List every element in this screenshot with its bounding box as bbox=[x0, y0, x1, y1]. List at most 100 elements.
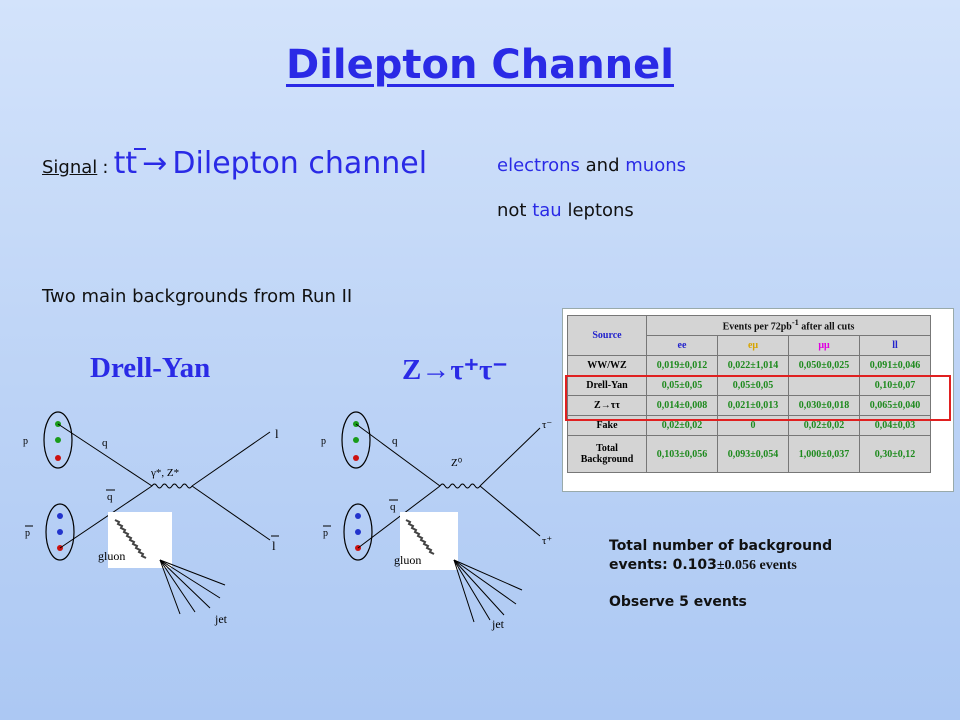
jet-line bbox=[453, 559, 491, 621]
jet-line bbox=[159, 559, 181, 615]
antilepton-line bbox=[191, 485, 271, 541]
gluon-label: gluon bbox=[394, 553, 421, 567]
column-emu: eμ bbox=[717, 335, 789, 356]
tau-word: tau bbox=[532, 200, 562, 221]
quark-dot bbox=[57, 513, 63, 519]
antilepton-label: l bbox=[272, 538, 276, 553]
table-cell: 0,103±0,056 bbox=[646, 435, 718, 473]
tau-minus-label: τ⁻ bbox=[542, 419, 552, 431]
page-title: Dilepton Channel bbox=[285, 42, 674, 88]
antiproton-blob bbox=[343, 503, 373, 561]
column-ee: ee bbox=[646, 335, 718, 356]
ztautau-diagram: p p q q Z⁰ τ⁻ τ⁺ gluon jet bbox=[321, 411, 552, 631]
quark-dot bbox=[353, 437, 359, 443]
boson-line bbox=[151, 483, 193, 489]
jet-line bbox=[159, 559, 211, 609]
muons-word: muons bbox=[625, 155, 687, 176]
summary-total: Total number of background events: 0.103… bbox=[609, 537, 909, 575]
z-boson-line bbox=[439, 483, 481, 489]
signal-label: Signal bbox=[42, 157, 98, 178]
events-header: Events per 72pb-1 after all cuts bbox=[646, 315, 931, 336]
antiquark-line bbox=[59, 485, 153, 549]
column-mumu: μμ bbox=[788, 335, 860, 356]
summary-total-pre: Total number of background bbox=[609, 538, 833, 554]
table-header-row: Source Events per 72pb-1 after all cuts bbox=[567, 315, 931, 356]
table-cell: 0,022±1,014 bbox=[717, 355, 789, 376]
quark-dot bbox=[355, 529, 361, 535]
jet-label: jet bbox=[214, 612, 228, 626]
column-ll: ll bbox=[859, 335, 931, 356]
summary-total-err: ±0.056 events bbox=[716, 558, 797, 573]
quark-line bbox=[57, 423, 153, 487]
electrons-word: electrons bbox=[497, 155, 580, 176]
lepton-label: l bbox=[275, 426, 279, 441]
jet-line bbox=[159, 559, 221, 599]
table-row: Drell-Yan 0,05±0,05 0,05±0,05 0,10±0,07 bbox=[567, 375, 931, 396]
signal-tt-text: tt bbox=[113, 146, 138, 181]
events-header-pre: Events per 72 bbox=[722, 321, 781, 333]
proton-blob bbox=[341, 411, 371, 469]
tt-bar-overline bbox=[133, 148, 146, 150]
background-table: Source Events per 72pb-1 after all cuts … bbox=[567, 315, 931, 473]
leptons-line-2: not tau leptons bbox=[497, 200, 634, 221]
table-row: WW/WZ 0,019±0,012 0,022±1,014 0,050±0,02… bbox=[567, 355, 931, 376]
gluon-label: gluon bbox=[98, 549, 125, 563]
quark-label: q bbox=[392, 435, 398, 447]
tau-minus-line bbox=[479, 427, 541, 487]
proton-blob bbox=[43, 411, 73, 469]
quark-label: q bbox=[102, 437, 108, 449]
table-cell: 0,050±0,025 bbox=[788, 355, 860, 376]
and-word: and bbox=[585, 155, 620, 176]
signal-tt: tt bbox=[113, 146, 146, 181]
events-header-unit: pb bbox=[780, 321, 792, 333]
proton-label: p bbox=[23, 436, 28, 447]
table-cell: 0,091±0,046 bbox=[859, 355, 931, 376]
table-panel: Source Events per 72pb-1 after all cuts … bbox=[562, 308, 954, 492]
antiproton-label: p bbox=[25, 528, 30, 539]
leptons-line-1: electrons and muons bbox=[497, 155, 686, 176]
signal-line: Signal : tt → Dilepton channel bbox=[42, 146, 427, 181]
jet-line bbox=[453, 559, 475, 623]
table-columns-row: ee eμ μμ ll bbox=[568, 335, 931, 356]
jet-line bbox=[453, 559, 505, 616]
z-boson-label: Z⁰ bbox=[451, 457, 463, 469]
gluon-curl bbox=[405, 519, 435, 555]
antiproton-blob bbox=[45, 503, 75, 561]
summary-observe: Observe 5 events bbox=[609, 594, 747, 610]
jet-line bbox=[453, 559, 523, 591]
antiquark-label: q bbox=[107, 491, 113, 503]
quark-dot bbox=[353, 455, 359, 461]
gluon-curl bbox=[114, 519, 147, 559]
jet-label: jet bbox=[491, 617, 505, 631]
row-name: Total Background bbox=[567, 435, 647, 473]
leptons-word: leptons bbox=[567, 200, 634, 221]
proton-label: p bbox=[321, 436, 326, 447]
lepton-line bbox=[191, 431, 271, 487]
backgrounds-heading: Two main backgrounds from Run II bbox=[42, 286, 353, 307]
jet-line bbox=[159, 559, 196, 613]
ztautau-label: Z→τ⁺τ⁻ bbox=[402, 354, 508, 386]
table-wrapper: Source Events per 72pb-1 after all cuts … bbox=[567, 315, 931, 473]
quark-dot bbox=[55, 437, 61, 443]
table-cell: 0,30±0,12 bbox=[859, 435, 931, 473]
jet-line bbox=[453, 559, 517, 605]
quark-line bbox=[355, 423, 441, 487]
signal-arrow: → bbox=[142, 146, 168, 181]
boson-label: γ*, Z* bbox=[150, 467, 179, 479]
tau-plus-label: τ⁺ bbox=[542, 535, 552, 547]
tau-plus-line bbox=[479, 485, 541, 537]
drell-yan-label: Drell-Yan bbox=[90, 352, 211, 384]
signal-colon: : bbox=[102, 157, 109, 178]
signal-channel: Dilepton channel bbox=[172, 146, 428, 181]
source-header: Source bbox=[567, 315, 647, 356]
highlight-box bbox=[565, 375, 951, 421]
table-row: Z→ττ 0,014±0,008 0,021±0,013 0,030±0,018… bbox=[567, 395, 931, 416]
table-cell: 0,093±0,054 bbox=[717, 435, 789, 473]
summary-total-mid: events: 0.103 bbox=[609, 557, 717, 573]
not-word: not bbox=[497, 200, 527, 221]
antiquark-label: q bbox=[390, 501, 396, 513]
drell-yan-diagram: p p q q γ*, Z* l l gluon jet bbox=[23, 411, 279, 626]
table-cell: 0,019±0,012 bbox=[646, 355, 718, 376]
quark-dot bbox=[57, 529, 63, 535]
quark-dot bbox=[355, 513, 361, 519]
